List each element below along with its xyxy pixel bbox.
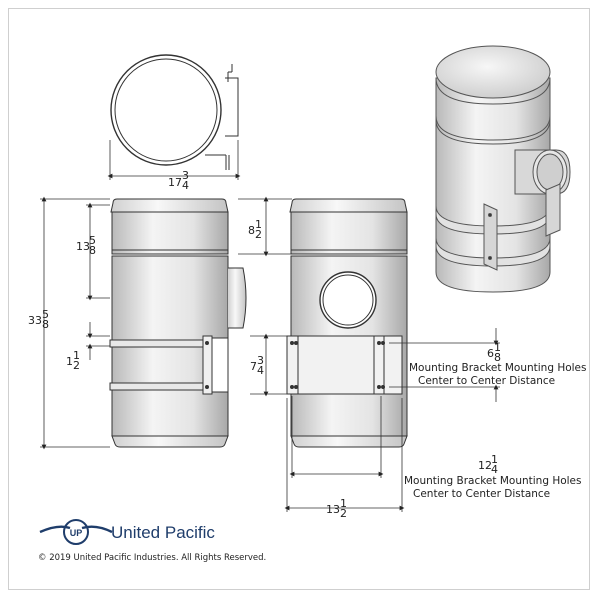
svg-text:3: 3 [182, 169, 189, 182]
dim-horizontal-holes: 12 1 4 [478, 453, 498, 476]
svg-text:1: 1 [494, 341, 501, 354]
vertical-holes-note: Mounting Bracket Mounting Holes Center t… [409, 362, 587, 387]
svg-text:4: 4 [182, 179, 189, 192]
horizontal-holes-note: Mounting Bracket Mounting Holes Center t… [404, 475, 582, 500]
front-view [109, 198, 247, 448]
dim-top-diameter: 17 3 4 [168, 169, 189, 192]
dim-bracket-height: 7 3 4 [250, 354, 264, 377]
logo-letters: UP [70, 528, 83, 538]
svg-text:2: 2 [73, 359, 80, 372]
isometric-view [435, 45, 571, 293]
top-view [107, 54, 241, 180]
united-pacific-logo: UP [39, 519, 113, 545]
svg-text:8: 8 [248, 224, 255, 237]
svg-text:1: 1 [491, 453, 498, 466]
dim-vertical-holes: 6 1 8 [487, 341, 501, 364]
svg-text:1: 1 [340, 497, 347, 510]
front-view-dimension-lines [40, 196, 110, 450]
svg-text:2: 2 [340, 507, 347, 520]
svg-text:Mounting Bracket Mounting Hole: Mounting Bracket Mounting Holes [409, 362, 587, 374]
svg-text:33: 33 [28, 314, 42, 327]
dim-overall-height: 33 5 8 [28, 308, 49, 331]
svg-text:17: 17 [168, 176, 182, 189]
svg-text:5: 5 [42, 308, 49, 321]
dim-bracket-width: 13 1 2 [326, 497, 347, 520]
svg-text:2: 2 [255, 228, 262, 241]
svg-text:Center to Center Distance: Center to Center Distance [418, 375, 555, 387]
brand-name: United Pacific [111, 523, 215, 542]
svg-text:8: 8 [42, 318, 49, 331]
svg-text:7: 7 [250, 360, 257, 373]
svg-text:Center to Center Distance: Center to Center Distance [413, 488, 550, 500]
svg-text:13: 13 [76, 240, 90, 253]
svg-text:13: 13 [326, 503, 340, 516]
svg-text:Mounting Bracket Mounting Hole: Mounting Bracket Mounting Holes [404, 475, 582, 487]
svg-text:12: 12 [478, 459, 492, 472]
svg-text:1: 1 [73, 349, 80, 362]
dim-upper-section: 8 1 2 [248, 218, 262, 241]
svg-text:8: 8 [89, 244, 96, 257]
svg-text:1: 1 [66, 355, 73, 368]
drawing-frame [8, 8, 590, 590]
dim-bracket-offset: 1 1 2 [66, 349, 80, 372]
svg-text:1: 1 [255, 218, 262, 231]
copyright-text: © 2019 United Pacific Industries. All Ri… [38, 553, 266, 563]
svg-text:4: 4 [491, 463, 498, 476]
svg-text:8: 8 [494, 351, 501, 364]
dim-lower-section: 13 5 8 [76, 234, 96, 257]
side-view [286, 198, 408, 448]
svg-text:6: 6 [487, 347, 494, 360]
side-view-dimension-lines [238, 196, 500, 512]
svg-text:5: 5 [89, 234, 96, 247]
svg-text:3: 3 [257, 354, 264, 367]
svg-text:4: 4 [257, 364, 264, 377]
